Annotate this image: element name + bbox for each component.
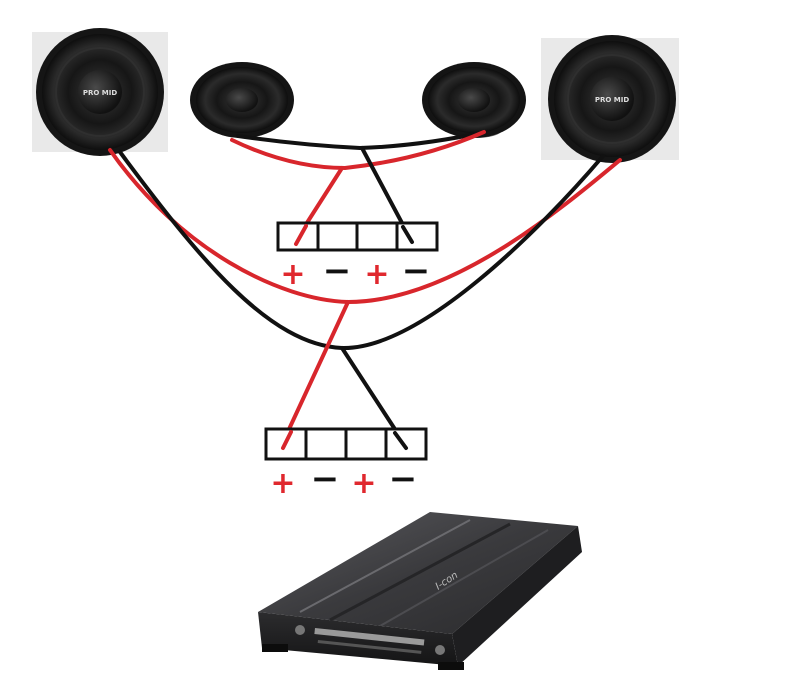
woofer-left: PRO MID — [32, 28, 168, 156]
woofer-negative-drop — [340, 346, 404, 442]
tweeter-right — [422, 62, 526, 138]
upper-positive-wire — [230, 130, 486, 171]
woofer-right: PRO MID — [541, 35, 679, 163]
terminal-upper-signs: + − + − — [280, 251, 430, 292]
woofer-positive-drop — [282, 300, 350, 442]
terminal-block-lower — [264, 427, 428, 461]
terminal-upper-sign-3: + — [364, 257, 389, 292]
tweeter-left — [190, 62, 294, 138]
terminal-lower-sign-3: + — [351, 466, 376, 501]
amplifier-connectors — [295, 625, 445, 655]
terminal-block-upper — [276, 221, 439, 252]
terminal-upper-sign-2: − — [323, 251, 352, 291]
woofer-right-badge: PRO MID — [595, 96, 629, 104]
amplifier: I-con — [258, 512, 582, 670]
terminal-upper-sign-4: − — [402, 251, 431, 291]
terminal-lower-sign-4: − — [389, 459, 418, 499]
terminal-lower-sign-1: + — [270, 466, 295, 501]
terminal-upper-sign-1: + — [280, 257, 305, 292]
terminal-lower-sign-2: − — [311, 459, 340, 499]
woofer-left-badge: PRO MID — [83, 89, 117, 97]
woofer-wires — [108, 148, 622, 442]
terminal-lower-signs: + − + − — [270, 459, 417, 501]
